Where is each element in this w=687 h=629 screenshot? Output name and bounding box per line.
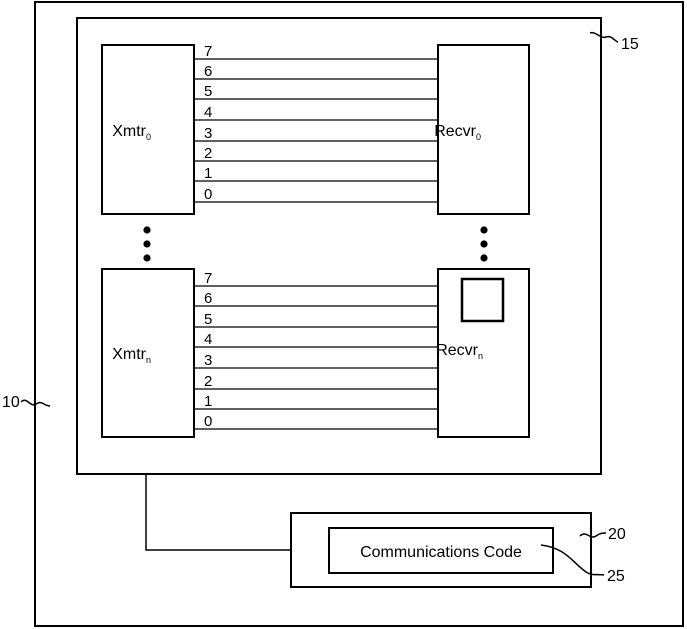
bit-label: 4 — [204, 331, 212, 348]
system-box — [34, 1, 684, 627]
bit-label: 2 — [204, 145, 212, 162]
receiver-0: Recvr 0 — [434, 44, 530, 215]
ref-25-label: 25 — [607, 568, 625, 585]
bit-label: 4 — [204, 104, 212, 121]
bit-lines-group-0: 7 6 5 4 3 2 1 0 — [194, 43, 438, 203]
bit-lines-group-n: 7 6 5 4 3 2 1 0 — [194, 270, 438, 430]
bit-label: 5 — [204, 83, 212, 100]
bit-label: 6 — [204, 63, 212, 80]
ref-10-leader — [20, 399, 51, 407]
comm-code-box — [328, 527, 554, 574]
ref-20-label: 20 — [608, 526, 626, 543]
bit-label: 6 — [204, 290, 212, 307]
ellipsis-transmitters — [143, 226, 151, 262]
transmitter-n-label: Xmtr — [112, 346, 146, 363]
transmitter-0: Xmtr 0 — [101, 44, 195, 215]
receiver-n-inner-square — [460, 277, 505, 323]
ref-10-label: 10 — [2, 394, 20, 411]
bit-label: 1 — [204, 393, 212, 410]
transmitter-n-subscript: n — [146, 355, 151, 365]
ref-15-label: 15 — [621, 36, 639, 53]
bit-label: 5 — [204, 311, 212, 328]
receiver-0-subscript: 0 — [476, 132, 481, 142]
ref-10: 10 — [2, 394, 51, 411]
transmitter-0-subscript: 0 — [146, 132, 151, 142]
ref-15-leader — [589, 31, 619, 43]
chip-to-comm-connector — [145, 474, 291, 551]
ref-25: 25 — [540, 544, 625, 585]
receiver-n-subscript: n — [478, 351, 483, 361]
comm-code-label: Communications Code — [360, 544, 522, 561]
ref-15: 15 — [589, 31, 639, 53]
ellipsis-receivers — [480, 226, 488, 262]
ref-20-leader — [579, 532, 607, 538]
receiver-n-label: Recvr — [436, 342, 478, 359]
bit-label: 1 — [204, 165, 212, 182]
receiver-0-label: Recvr — [434, 123, 476, 140]
ref-25-leader — [540, 544, 605, 576]
chip-box — [76, 17, 602, 475]
transmitter-0-label: Xmtr — [112, 123, 146, 140]
bit-label: 0 — [204, 186, 212, 203]
bit-label: 7 — [204, 270, 212, 287]
bit-label: 2 — [204, 373, 212, 390]
bit-label: 7 — [204, 43, 212, 60]
comm-box — [290, 512, 592, 588]
ref-20: 20 — [579, 526, 626, 543]
transmitter-n: Xmtr n — [101, 268, 195, 438]
receiver-n: Recvr n — [436, 268, 530, 438]
bit-label: 0 — [204, 413, 212, 430]
bit-label: 3 — [204, 352, 212, 369]
bit-label: 3 — [204, 125, 212, 142]
